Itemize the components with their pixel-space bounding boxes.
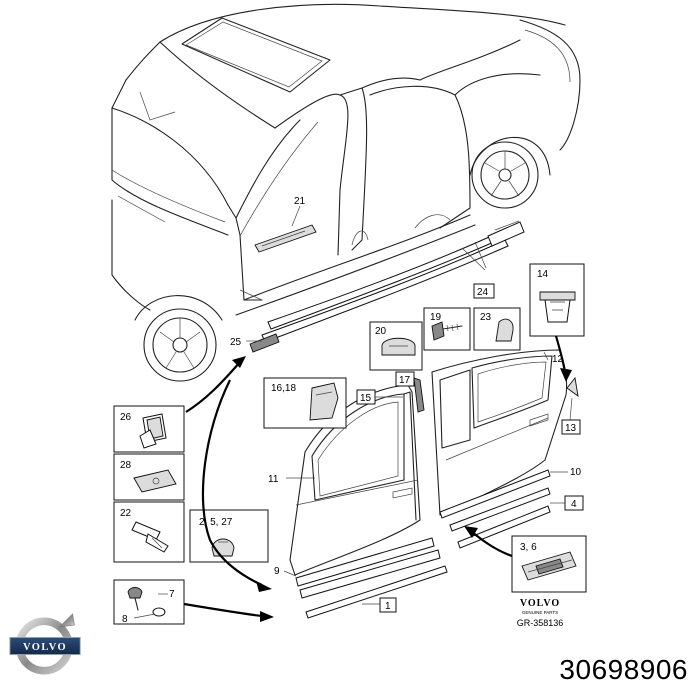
part-box-3-6: 3, 6	[511, 535, 587, 593]
callout-4-box	[564, 495, 584, 511]
callout-8: 8	[122, 614, 128, 625]
callout-7: 7	[169, 589, 175, 600]
callout-17: 17	[399, 375, 411, 386]
side-sill-trim: 24	[261, 220, 525, 343]
callouts-17-15: 17 15	[356, 371, 425, 413]
badge-ref: GR-358136	[517, 618, 564, 628]
rear-door	[431, 349, 579, 549]
callout-13: 13	[565, 423, 577, 434]
callout-23: 23	[480, 312, 492, 323]
callout-11: 11	[268, 474, 279, 485]
part-box-16-18: 16,18	[263, 377, 347, 429]
part-box-26: 26	[113, 405, 185, 453]
callout-22: 22	[120, 508, 132, 519]
sill-plate-21: 21	[254, 196, 317, 253]
callout-4: 4	[571, 499, 577, 510]
callout-19: 19	[430, 312, 442, 323]
callout-26: 26	[120, 412, 132, 423]
callout-3-6: 3, 6	[520, 542, 537, 553]
callout-21: 21	[294, 196, 306, 207]
callout-15: 15	[360, 393, 372, 404]
callout-14: 14	[537, 269, 549, 280]
car-body	[111, 3, 581, 382]
volvo-logo: VOLVO	[9, 613, 81, 675]
callout-28: 28	[120, 460, 132, 471]
badge-brand: VOLVO	[520, 598, 560, 609]
part-number: 30698906	[559, 654, 688, 685]
part-box-28: 28	[113, 453, 185, 501]
callout-1: 1	[385, 601, 391, 612]
badge-sub: GENUINE PARTS	[522, 610, 558, 615]
callout-12: 12	[552, 354, 564, 365]
callout-24: 24	[477, 287, 489, 298]
logo-wordmark: VOLVO	[23, 642, 67, 653]
part-box-23: 23	[473, 307, 521, 351]
part-box-7-8: 7 8	[113, 579, 185, 625]
callout-25: 25	[230, 337, 242, 348]
part-box-19: 19	[423, 307, 471, 351]
part-box-20: 20	[369, 321, 423, 371]
part-box-2-5-27: 2, 5, 27	[189, 509, 269, 563]
genuine-parts-badge: VOLVO GENUINE PARTS GR-358136	[517, 598, 564, 628]
part-box-22: 22	[113, 501, 185, 563]
callout-20: 20	[375, 326, 387, 337]
part-box-14: 14	[529, 263, 585, 337]
front-door	[289, 384, 448, 619]
leader-arrows	[183, 335, 572, 622]
callout-13-box	[561, 419, 581, 435]
callout-16-18: 16,18	[271, 383, 296, 394]
sill-25: 25	[230, 333, 280, 353]
callout-2-5-27: 2, 5, 27	[199, 517, 233, 528]
callout-1-box	[379, 597, 397, 613]
callout-10: 10	[570, 467, 582, 478]
callout-9: 9	[274, 566, 280, 577]
